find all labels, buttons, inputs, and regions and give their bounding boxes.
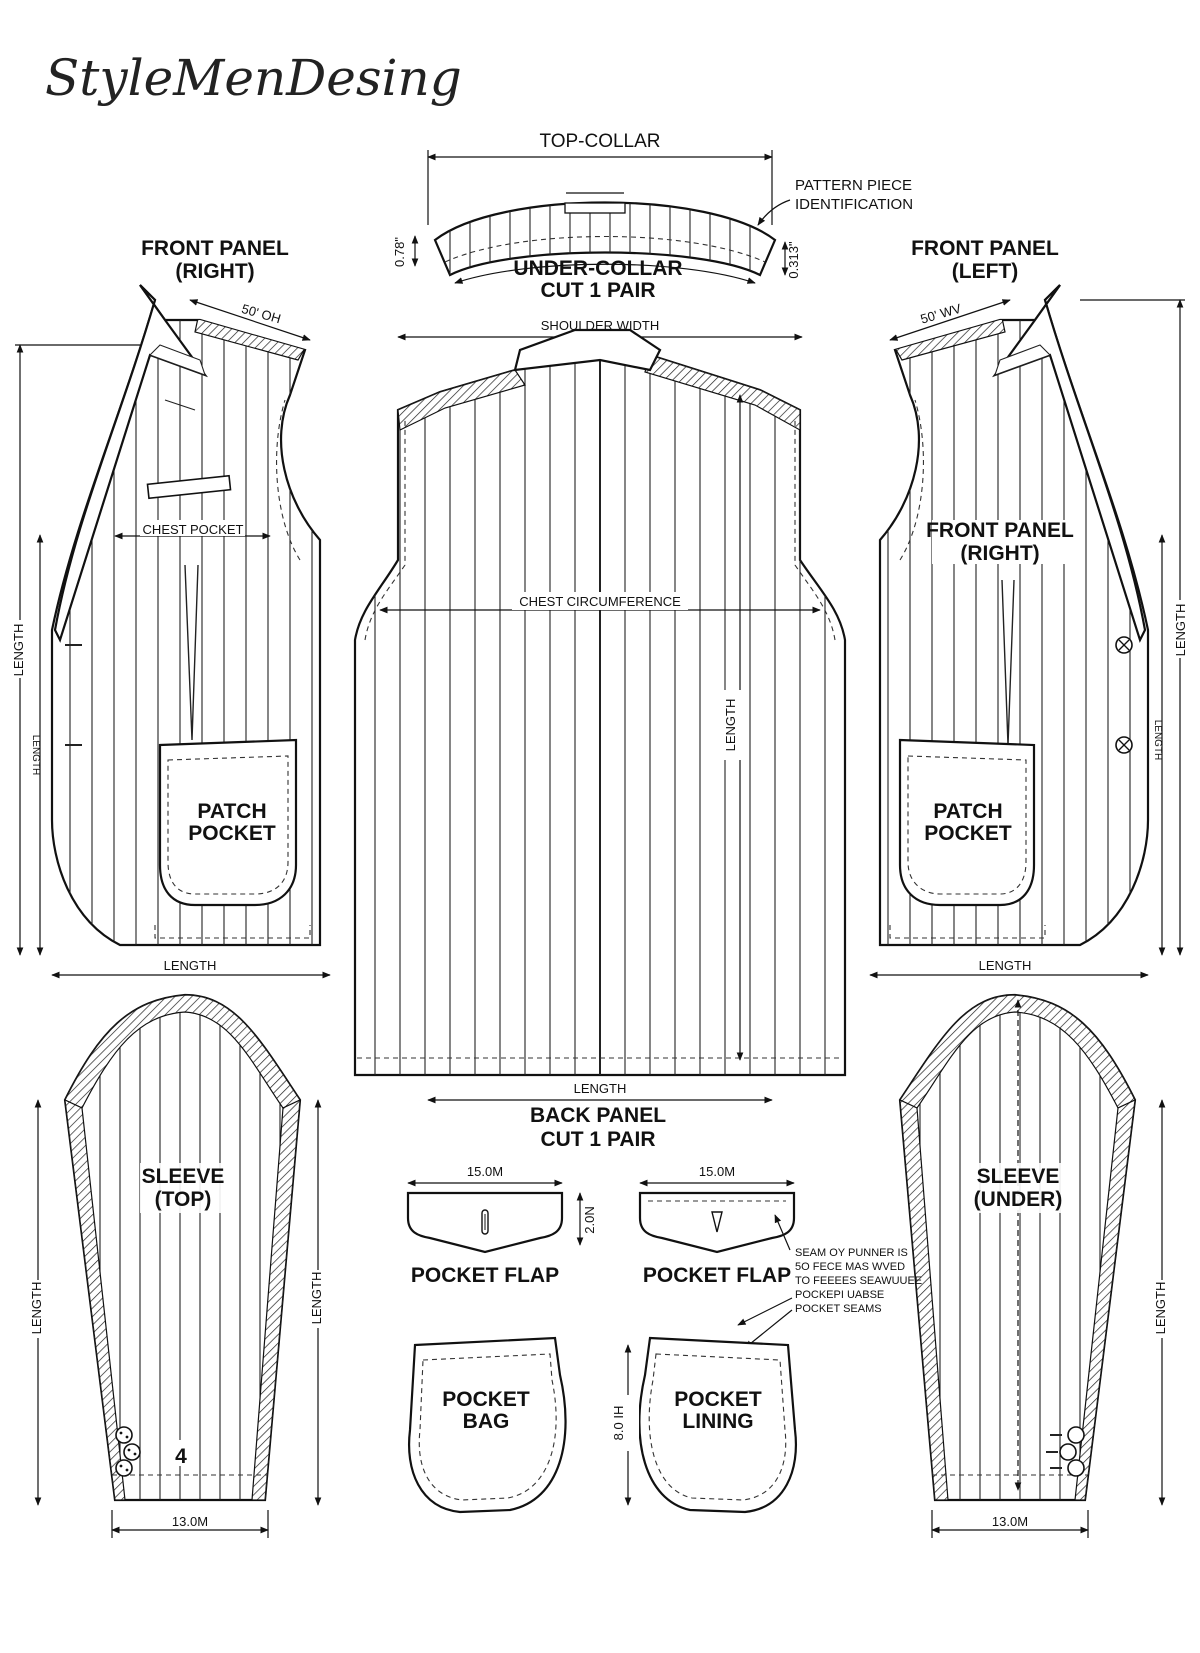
front-panel-left-sub: (LEFT) xyxy=(952,260,1018,283)
patch-pocket-label-2: POCKET xyxy=(188,822,276,845)
sleeve-under-sub: (UNDER) xyxy=(974,1188,1063,1211)
pocket-bag-sub: BAG xyxy=(463,1410,510,1433)
sleeve-top-width: 13.0M xyxy=(172,1514,208,1529)
flap-height: 2.0N xyxy=(582,1206,597,1233)
front-panel-left-title: FRONT PANEL xyxy=(911,237,1059,260)
back-length-horizontal: LENGTH xyxy=(574,1081,627,1096)
brand-logo: StyleMenDesing xyxy=(45,49,462,107)
sleeve-under: SLEEVE (UNDER) LENGTH 13.0M xyxy=(898,993,1172,1538)
patch-pocket-right-label: PATCH xyxy=(933,800,1002,823)
front-left-length-mirror: LENGTH xyxy=(1152,720,1163,761)
back-panel: SHOULDER WIDTH CH xyxy=(353,318,847,1151)
chest-circumference-label: CHEST CIRCUMFERENCE xyxy=(519,594,681,609)
flap-width-left: 15.0M xyxy=(467,1164,503,1179)
svg-text:POCKET SEAMS: POCKET SEAMS xyxy=(795,1303,882,1315)
sleeve-under-width: 13.0M xyxy=(992,1514,1028,1529)
svg-text:5O FECE MAS WVED: 5O FECE MAS WVED xyxy=(795,1261,905,1273)
front-panel-right-title: FRONT PANEL xyxy=(141,237,289,260)
shoulder-measure-right: 50' OH xyxy=(240,301,283,326)
sleeve-top: SLEEVE (TOP) 4 LENGTH LENGTH 13.0M xyxy=(26,993,328,1538)
front-right-width: LENGTH xyxy=(164,958,217,973)
button-icon xyxy=(1115,636,1133,654)
pocket-flap-right-label: POCKET FLAP xyxy=(643,1264,791,1287)
pocket-bag-label: POCKET xyxy=(442,1388,530,1411)
front-panel-left: FRONT PANEL (LEFT) FRONT PANEL (RIGHT) xyxy=(869,237,1190,979)
front-panel-right-b-sub: (RIGHT) xyxy=(960,542,1039,565)
sleeve-under-buttons xyxy=(1046,1426,1085,1477)
back-panel-cut: CUT 1 PAIR xyxy=(540,1128,655,1151)
under-collar-cut: CUT 1 PAIR xyxy=(540,279,655,302)
front-panel-right-b-title: FRONT PANEL xyxy=(926,519,1074,542)
front-left-length: LENGTH xyxy=(1173,604,1188,657)
sleeve-top-length-2: LENGTH xyxy=(309,1272,324,1325)
pocket-flap-left-label: POCKET FLAP xyxy=(411,1264,559,1287)
svg-text:POCKEPI UABSE: POCKEPI UABSE xyxy=(795,1289,884,1301)
collar-piece: TOP-COLLAR 0.78" 0.313" UND xyxy=(392,131,913,302)
pattern-id-label-2: IDENTIFICATION xyxy=(795,196,913,213)
front-left-width: LENGTH xyxy=(979,958,1032,973)
svg-text:SEAM OY PUNNER IS: SEAM OY PUNNER IS xyxy=(795,1247,908,1259)
pocket-bag-height: 8.0 IH xyxy=(611,1406,626,1441)
pocket-flap-left: 15.0M 2.0N POCKET FLAP xyxy=(406,1164,597,1287)
sleeve-top-label: SLEEVE xyxy=(142,1165,225,1188)
front-right-length-mirror: LENGTH xyxy=(30,735,41,776)
front-right-length: LENGTH xyxy=(11,624,26,677)
pocket-flap-right: 15.0M POCKET FLAP SEAM OY PUNNER IS 5O F… xyxy=(638,1164,922,1349)
under-collar-label: UNDER-COLLAR xyxy=(513,257,682,280)
collar-height-left: 0.78" xyxy=(392,237,407,267)
flap-width-right: 15.0M xyxy=(699,1164,735,1179)
collar-height-right: 0.313" xyxy=(786,241,801,279)
sleeve-under-length: LENGTH xyxy=(1153,1282,1168,1335)
front-panel-right-sub: (RIGHT) xyxy=(175,260,254,283)
sleeve-buttons xyxy=(115,1426,141,1477)
svg-text:TO FEEEES SEAWUUEE: TO FEEEES SEAWUUEE xyxy=(795,1275,922,1287)
sleeve-top-length: LENGTH xyxy=(29,1282,44,1335)
pocket-bag: POCKET BAG xyxy=(408,1336,567,1514)
button-icon xyxy=(1115,736,1133,754)
back-panel-title: BACK PANEL xyxy=(530,1104,666,1127)
pocket-lining: POCKET LINING 8.0 IH xyxy=(611,1336,797,1514)
sleeve-top-sub: (TOP) xyxy=(155,1188,212,1211)
pocket-lining-sub: LINING xyxy=(682,1410,753,1433)
pocket-lining-label: POCKET xyxy=(674,1388,762,1411)
patch-pocket-right-label-2: POCKET xyxy=(924,822,1012,845)
sleeve-number: 4 xyxy=(175,1445,187,1468)
chest-pocket-label: CHEST POCKET xyxy=(143,522,244,537)
seam-note: SEAM OY PUNNER IS 5O FECE MAS WVED TO FE… xyxy=(795,1247,922,1315)
back-length-vertical: LENGTH xyxy=(723,699,738,752)
patch-pocket-label: PATCH xyxy=(197,800,266,823)
front-panel-right: FRONT PANEL (RIGHT) CHEST POCKET xyxy=(8,237,331,979)
pattern-id-label: PATTERN PIECE xyxy=(795,177,912,194)
top-collar-label: TOP-COLLAR xyxy=(539,131,660,152)
sleeve-under-label: SLEEVE xyxy=(977,1165,1060,1188)
